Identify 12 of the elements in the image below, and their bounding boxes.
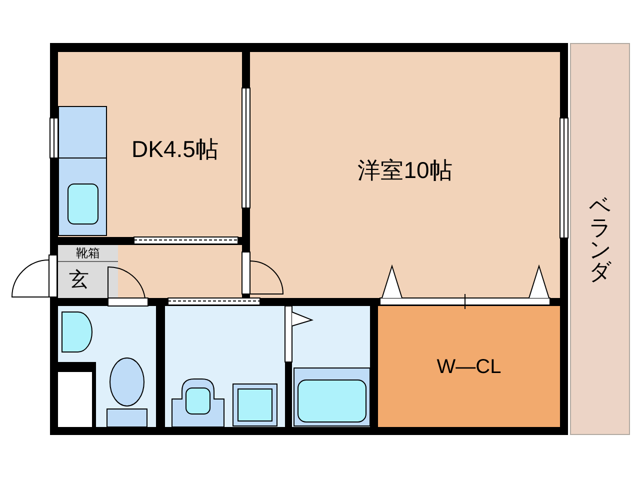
- walk-in-closet: [378, 306, 560, 427]
- western-room: [250, 52, 560, 298]
- hallway-floor: [118, 245, 242, 298]
- room-label: 靴箱: [76, 247, 100, 259]
- room-label: 玄: [69, 270, 89, 290]
- room-label: DK4.5帖: [132, 138, 218, 161]
- room-label: ベランダ: [589, 195, 611, 283]
- room-label: W―CL: [436, 356, 502, 376]
- shoe-cabinet: [58, 245, 118, 262]
- room-label: 洋室10帖: [358, 158, 452, 182]
- balcony: [570, 43, 630, 435]
- entrance: [58, 262, 118, 298]
